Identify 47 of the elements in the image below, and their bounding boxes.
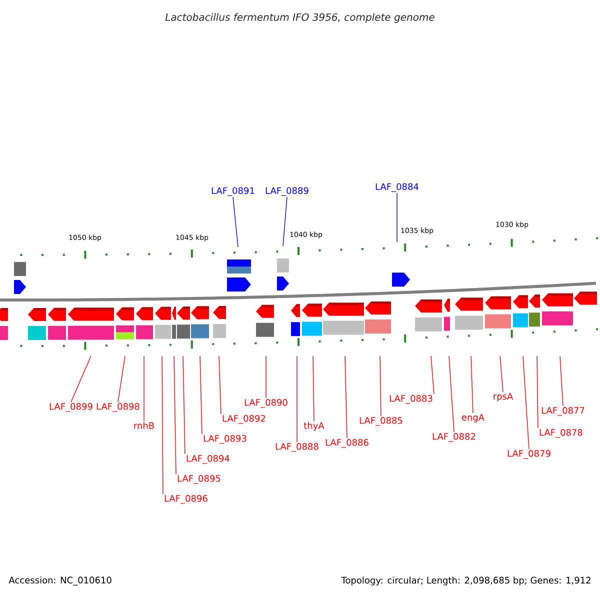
- leader-line: [522, 356, 530, 450]
- gene-label: LAF_0893: [204, 435, 246, 444]
- leader-line: [182, 356, 186, 454]
- leader-line: [536, 356, 538, 428]
- leader-line: [174, 356, 176, 474]
- leader-line: [232, 196, 238, 248]
- gene-label: rpsA: [494, 393, 514, 402]
- leader-line: [396, 192, 398, 242]
- gene-label: LAF_0877: [542, 407, 584, 416]
- gene-label: LAF_0896: [164, 495, 208, 504]
- gene-label: LAF_0878: [540, 429, 582, 438]
- gene-label: LAF_0883: [390, 395, 432, 404]
- footer-text: Accession: NC_010610: [8, 576, 112, 586]
- gene-label: LAF_0890: [244, 399, 288, 408]
- leader-line: [380, 356, 382, 416]
- leader-line: [282, 196, 288, 246]
- gene-label: LAF_0882: [432, 433, 476, 442]
- gene-label: LAF_0892: [222, 415, 266, 424]
- leader-line: [200, 356, 202, 434]
- leader-line: [500, 356, 504, 392]
- gene-label: thyA: [304, 422, 324, 431]
- leader-line: [430, 356, 434, 394]
- gene-label: LAF_0888: [276, 443, 318, 452]
- leader-line: [448, 356, 454, 432]
- leader-line: [218, 356, 222, 414]
- title: Lactobacillus fermentum IFO 3956, complete genome: [165, 13, 434, 23]
- leader-line: [162, 356, 164, 494]
- gene-label: LAF_0895: [178, 475, 220, 484]
- leader-line: [70, 356, 92, 402]
- gene-label: LAF_0886: [326, 439, 368, 448]
- gene-label: LAF_0898: [96, 403, 140, 412]
- gene-label: rnhB: [134, 422, 154, 429]
- gene-label: LAF_0889: [266, 187, 308, 196]
- gene-label: LAF_0894: [186, 455, 230, 464]
- gene-label: engA: [462, 414, 484, 422]
- footer-text: Topology: circular; Length: 2,098,685 bp; Genes: 1,912: [341, 576, 590, 586]
- gene-label: LAF_0884: [376, 183, 418, 192]
- leader-line: [470, 356, 474, 414]
- leader-line: [344, 356, 348, 438]
- gene-label: LAF_0899: [50, 403, 92, 412]
- leader-line: [296, 356, 298, 442]
- leader-line: [118, 356, 126, 402]
- leader-line: [560, 356, 564, 406]
- gene-label: LAF_0879: [508, 450, 550, 459]
- gene-label: LAF_0885: [360, 417, 402, 426]
- gene-label: LAF_0891: [212, 187, 254, 196]
- leader-line: [312, 356, 314, 422]
